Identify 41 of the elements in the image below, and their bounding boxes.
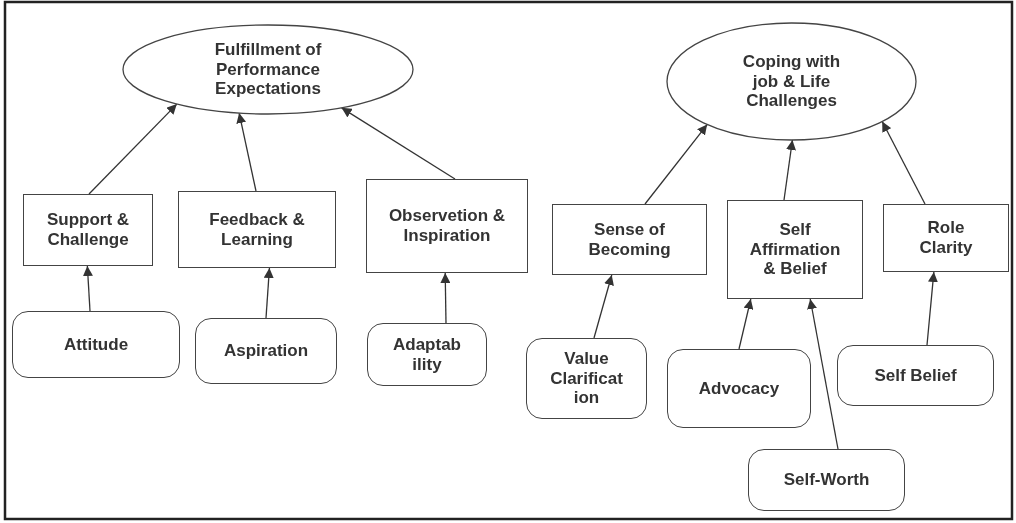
arrow xyxy=(88,103,178,195)
node-label: Support & Challenge xyxy=(45,210,131,250)
concept-box xyxy=(366,179,528,273)
arrow xyxy=(807,298,839,450)
factor-box xyxy=(526,338,647,419)
node-label: Advocacy xyxy=(697,378,781,399)
factor-box xyxy=(748,449,905,511)
node-label: Value Clarificat ion xyxy=(549,349,624,408)
node-label: Sense of Becoming xyxy=(587,219,672,260)
concept-box xyxy=(178,191,336,268)
arrow xyxy=(440,272,451,324)
arrow xyxy=(236,112,257,192)
arrow xyxy=(881,120,926,205)
arrow xyxy=(82,265,93,312)
arrow xyxy=(926,271,938,346)
arrow xyxy=(593,274,614,339)
node-label: Fulfillment of Performance Expectations xyxy=(213,40,323,99)
concept-box xyxy=(883,204,1009,272)
concept-box xyxy=(552,204,707,275)
arrow xyxy=(783,139,796,201)
arrow xyxy=(738,298,754,350)
factor-box xyxy=(195,318,337,384)
node-label: Adaptab ility xyxy=(392,334,462,375)
factor-box xyxy=(12,311,180,378)
node-label: Attitude xyxy=(62,334,130,355)
node-label: Aspiration xyxy=(222,341,310,361)
factor-box xyxy=(367,323,487,386)
node-label: Role Clarity xyxy=(918,218,974,258)
concept-box xyxy=(727,200,863,299)
factor-box xyxy=(837,345,994,406)
arrow xyxy=(644,123,708,205)
node-label: Feedback & Learning xyxy=(208,209,306,250)
concept-box xyxy=(23,194,153,266)
node-label: Self Affirmation & Belief xyxy=(748,220,842,279)
node-label: Self Belief xyxy=(873,365,958,386)
node-label: Observetion & Inspiration xyxy=(387,206,507,246)
arrow xyxy=(340,107,456,180)
node-label: Self-Worth xyxy=(782,470,871,490)
factor-box xyxy=(667,349,811,428)
arrow xyxy=(263,267,274,319)
node-label: Coping with job & Life Challenges xyxy=(741,52,842,111)
